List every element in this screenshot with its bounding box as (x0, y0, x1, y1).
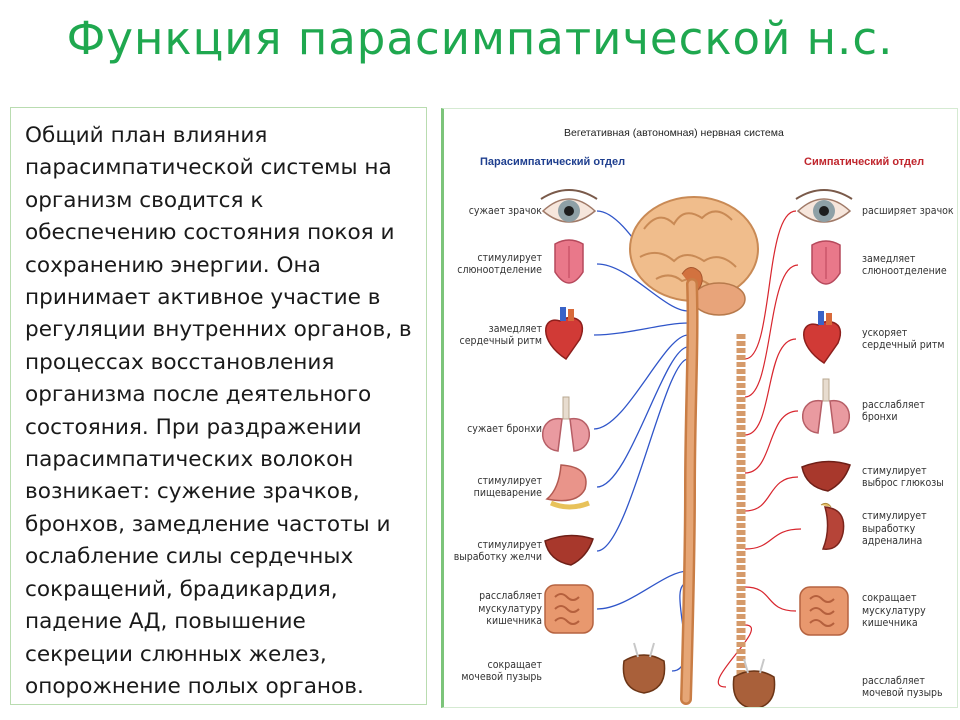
left-label-line: кишечника (486, 615, 542, 628)
right-label-line: расслабляет (862, 674, 925, 687)
parasympathetic-nerve (596, 358, 689, 552)
heart-icon (545, 307, 584, 361)
left-label-line: сужает зрачок (468, 204, 542, 217)
slide-title: Функция парасимпатической н.с. (66, 12, 894, 65)
left-label-line: сужает бронхи (467, 422, 542, 435)
parasympathetic-nerve (593, 334, 689, 430)
saliva-icon (554, 239, 584, 284)
left-label-line: пищеварение (473, 487, 542, 499)
left-label-line: сердечный ритм (459, 335, 542, 347)
description-text: Общий план влияния парасимпатической сис… (25, 123, 412, 699)
right-label-line: слюноотделение (862, 265, 947, 277)
sympathetic-nerve (717, 624, 753, 688)
right-label-line: сокращает (862, 592, 917, 605)
parasympathetic-nerve (596, 570, 689, 610)
nerve-lines (593, 210, 802, 688)
left-label-line: сокращает (487, 658, 542, 671)
right-label-line: выброс глюкозы (862, 477, 944, 489)
pupil-icon (540, 189, 598, 223)
right-label-line: ускоряет (862, 326, 908, 339)
bronchi-icon (801, 378, 851, 434)
right-label-line: расширяет зрачок (862, 204, 954, 217)
intestine-icon (799, 586, 849, 636)
right-header: Симпатический отдел (804, 156, 925, 168)
right-label-line: замедляет (862, 252, 916, 265)
saliva-icon (811, 240, 841, 285)
bladder-icon (732, 658, 776, 707)
right-label-line: адреналина (862, 535, 923, 548)
right-label-line: стимулирует (862, 510, 927, 523)
digest-icon (545, 464, 590, 510)
bladder-icon (622, 642, 666, 694)
description-box: Общий план влияния парасимпатической сис… (10, 107, 427, 705)
parasympathetic-nerve (596, 263, 689, 312)
nervous-system-diagram: Вегетативная (автономная) нервная систем… (441, 108, 958, 708)
right-label-line: мускулатуру (862, 604, 926, 617)
diagram-canvas (540, 189, 853, 707)
left-label-line: мочевой пузырь (461, 671, 542, 683)
sympathetic-nerve (744, 264, 799, 398)
right-label-line: сердечный ритм (862, 339, 945, 351)
left-label-line: слюноотделение (457, 264, 542, 276)
parasympathetic-nerve (593, 322, 689, 336)
right-label-line: кишечника (862, 617, 918, 630)
adrenaline-icon (820, 502, 845, 550)
right-label-line: расслабляет (862, 398, 925, 411)
bile-icon (544, 534, 594, 566)
right-label-line: бронхи (862, 411, 898, 423)
pupil-icon (795, 189, 853, 223)
left-label-line: стимулирует (477, 474, 542, 487)
sympathetic-nerve (744, 410, 799, 474)
left-label-line: мускулатуру (478, 602, 542, 615)
sympathetic-nerve (744, 586, 797, 612)
left-label-line: стимулирует (477, 538, 542, 551)
intestine-icon (544, 584, 594, 634)
right-label-line: выработку (862, 522, 916, 535)
organ-icons (540, 189, 853, 707)
sympathetic-nerve (744, 476, 799, 512)
left-label-line: замедляет (488, 322, 542, 335)
left-label-line: расслабляет (479, 590, 542, 603)
left-header: Парасимпатический отдел (480, 156, 626, 168)
right-label-line: мочевой пузырь (862, 687, 943, 699)
right-label-pupil: расширяет зрачок (862, 205, 954, 218)
sympathetic-nerve (744, 210, 797, 360)
parasympathetic-nerve (596, 346, 689, 488)
left-label-pupil: сужает зрачок (469, 205, 542, 218)
bronchi-icon (541, 396, 591, 452)
right-label-line: стимулирует (862, 464, 927, 477)
glucose-icon (801, 460, 851, 492)
sympathetic-nerve (744, 528, 802, 550)
left-label-bronchi: сужает бронхи (467, 423, 542, 436)
left-label-line: стимулирует (477, 251, 542, 264)
sympathetic-nerve (744, 338, 797, 436)
heart-icon (803, 311, 842, 365)
left-label-line: выработку желчи (453, 551, 542, 563)
diagram-title: Вегетативная (автономная) нервная систем… (564, 127, 784, 139)
